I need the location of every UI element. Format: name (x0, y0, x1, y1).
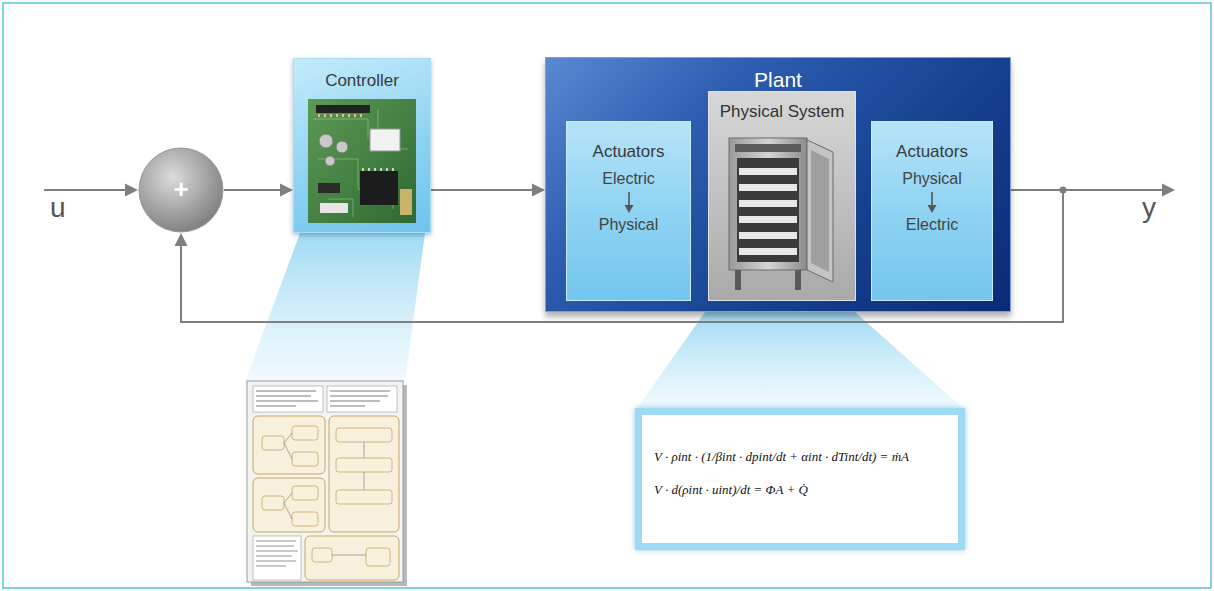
signal-connector (224, 184, 293, 197)
arrowhead (280, 184, 293, 197)
equation: V · ρint · (1/βint · dpint/dt + αint · d… (654, 450, 909, 465)
oven-picture (721, 132, 845, 296)
box-text: Physical (902, 170, 962, 188)
connector-line (431, 189, 534, 191)
summing-junction: + (138, 147, 224, 233)
connector-line (224, 189, 282, 191)
signal-connector (431, 184, 545, 197)
down-arrow (925, 190, 939, 214)
box-title: Actuators (896, 142, 968, 162)
box-title: Controller (325, 71, 399, 91)
controller-box: Controller (293, 58, 431, 233)
stateflow-thumbnail (247, 381, 407, 586)
callout-beam (636, 312, 965, 410)
callout-beam (245, 233, 425, 382)
circuit-board-picture (308, 99, 416, 223)
outer-frame (3, 3, 1211, 588)
actuator-box: ActuatorsElectricPhysical (566, 121, 691, 301)
box-text: Electric (602, 170, 654, 188)
input-signal-name: u (50, 194, 66, 222)
box-text: Electric (906, 216, 958, 234)
box-title: Physical System (720, 102, 845, 122)
arrowhead (532, 184, 545, 197)
arrowhead (175, 233, 188, 246)
box-text: Physical (599, 216, 659, 234)
equation-box: V · ρint · (1/βint · dpint/dt + αint · d… (635, 408, 965, 550)
box-title: Plant (754, 68, 802, 92)
equation: V · d(ρint · uint)/dt = ΦA + Q̇ (654, 483, 808, 498)
box-title: + (173, 175, 188, 205)
actuator-box: ActuatorsPhysicalElectric (871, 121, 993, 301)
box-title: Actuators (593, 142, 665, 162)
plant-box: PlantActuatorsElectricPhysical Physical … (545, 57, 1011, 312)
physical-system-box: Physical System (708, 91, 856, 301)
down-arrow (622, 190, 636, 214)
output-signal-name: y (1142, 194, 1156, 222)
